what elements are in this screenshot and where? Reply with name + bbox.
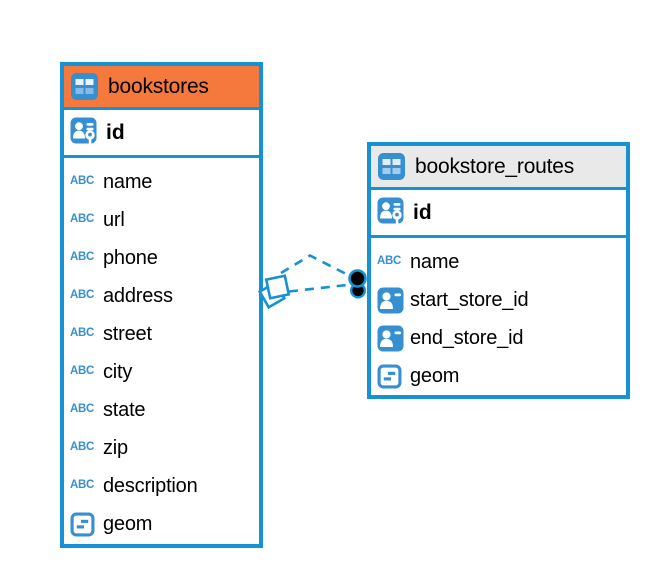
- column-name: geom: [103, 512, 153, 535]
- table-title: bookstores: [108, 74, 209, 98]
- column-name: id: [413, 200, 432, 224]
- column-row[interactable]: end_store_id: [371, 319, 626, 357]
- table-icon: [71, 73, 98, 100]
- column-name: url: [103, 208, 125, 231]
- column-row[interactable]: start_store_id: [371, 281, 626, 319]
- column-list: ABC name start_store_id: [371, 238, 626, 397]
- relationship-circle-marker[interactable]: [348, 269, 367, 299]
- column-name: id: [106, 120, 125, 144]
- text-type-icon: ABC: [70, 213, 95, 226]
- column-list: ABC name ABC url ABC phone ABC address A…: [64, 158, 259, 545]
- text-type-icon: ABC: [70, 289, 95, 302]
- column-row[interactable]: ABC url: [64, 201, 259, 239]
- geometry-type-icon: [70, 512, 95, 536]
- foreign-key-icon: [377, 287, 404, 313]
- column-row[interactable]: geom: [371, 357, 626, 395]
- column-row[interactable]: ABC street: [64, 315, 259, 353]
- text-type-icon: ABC: [70, 327, 95, 340]
- column-name: geom: [410, 364, 460, 387]
- column-row[interactable]: ABC city: [64, 353, 259, 391]
- column-row[interactable]: ABC zip: [64, 429, 259, 467]
- column-name: name: [103, 170, 153, 193]
- text-type-icon: ABC: [70, 479, 95, 492]
- column-row-id[interactable]: id: [64, 110, 259, 158]
- relationship-diamond-marker[interactable]: [257, 274, 291, 310]
- relationship-line-upper[interactable]: [280, 254, 352, 278]
- table-header[interactable]: bookstore_routes: [371, 146, 626, 190]
- text-type-icon: ABC: [377, 255, 402, 268]
- column-name: phone: [103, 246, 158, 269]
- column-name: city: [103, 360, 133, 383]
- relationship-line-lower[interactable]: [288, 283, 352, 293]
- column-name: description: [103, 474, 198, 497]
- table-bookstore-routes[interactable]: bookstore_routes id ABC name: [367, 142, 630, 399]
- column-name: street: [103, 322, 152, 345]
- table-header[interactable]: bookstores: [64, 66, 259, 110]
- column-name: name: [410, 250, 460, 273]
- column-name: zip: [103, 436, 128, 459]
- column-row[interactable]: ABC phone: [64, 239, 259, 277]
- column-row[interactable]: ABC name: [64, 163, 259, 201]
- column-row[interactable]: ABC state: [64, 391, 259, 429]
- primary-key-icon: [377, 197, 404, 227]
- table-bookstores[interactable]: bookstores id ABC name ABC: [60, 62, 263, 548]
- text-type-icon: ABC: [70, 441, 95, 454]
- column-name: state: [103, 398, 146, 421]
- column-row-id[interactable]: id: [371, 190, 626, 238]
- foreign-key-icon: [377, 325, 404, 351]
- text-type-icon: ABC: [70, 403, 95, 416]
- text-type-icon: ABC: [70, 365, 95, 378]
- primary-key-icon: [70, 117, 97, 147]
- column-row[interactable]: geom: [64, 505, 259, 543]
- column-name: start_store_id: [410, 288, 529, 311]
- column-name: address: [103, 284, 173, 307]
- text-type-icon: ABC: [70, 175, 95, 188]
- column-row[interactable]: ABC address: [64, 277, 259, 315]
- table-title: bookstore_routes: [415, 154, 575, 178]
- column-name: end_store_id: [410, 326, 524, 349]
- geometry-type-icon: [377, 364, 402, 388]
- table-icon: [378, 153, 405, 180]
- text-type-icon: ABC: [70, 251, 95, 264]
- column-row[interactable]: ABC description: [64, 467, 259, 505]
- column-row[interactable]: ABC name: [371, 243, 626, 281]
